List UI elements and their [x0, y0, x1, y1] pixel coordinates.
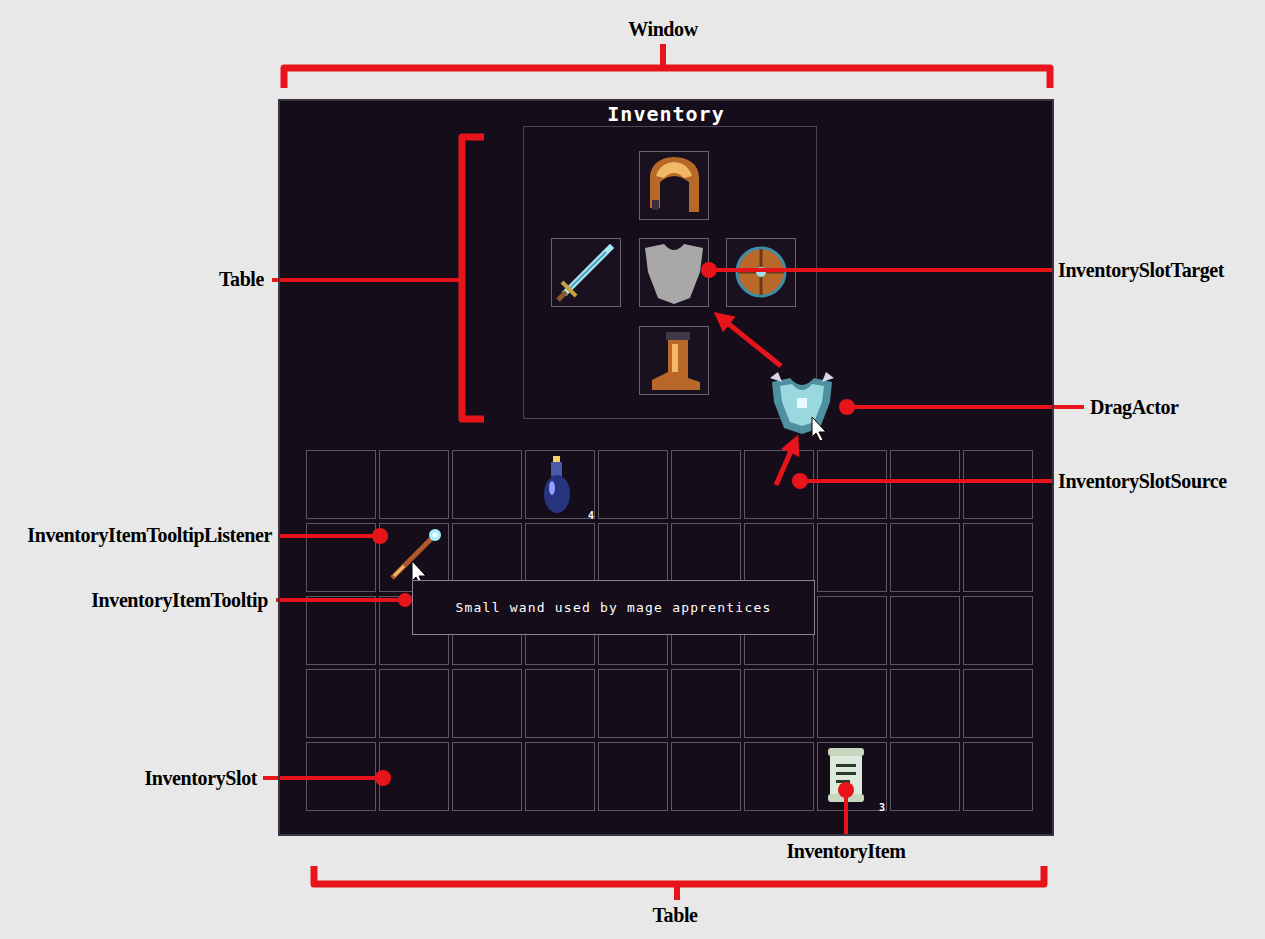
potion-icon-part [549, 481, 555, 495]
tooltip-text: Small wand used by mage apprentices [456, 600, 772, 615]
scroll-icon-part [836, 764, 856, 767]
potion-icon-part [544, 475, 570, 513]
callout-dot-part [701, 262, 717, 278]
dragged-armor-icon-part [797, 398, 807, 408]
boot-icon-part [666, 332, 690, 340]
callout-label: InventoryItemTooltip [91, 589, 268, 611]
callout-label: InventorySlotTarget [1058, 259, 1224, 281]
callout-dot-part [792, 473, 808, 489]
callout-leader-part [709, 268, 1052, 272]
scroll-icon [828, 748, 864, 802]
tooltip-box: Small wand used by mage apprentices [412, 580, 815, 635]
wand-icon-part [394, 566, 404, 576]
callout-label: Window [628, 18, 698, 40]
drag-arrow [720, 317, 795, 485]
helmet-icon-part [656, 162, 692, 178]
callout-dot [372, 262, 855, 798]
callout-dot-part [375, 770, 391, 786]
sword-icon-part [566, 248, 610, 292]
callout-bracket [284, 44, 1050, 900]
equipment-slot-part [552, 239, 621, 307]
scroll-icon-part [828, 748, 864, 756]
callout-dot-part [398, 593, 412, 607]
window-title: Inventory [280, 102, 1052, 126]
callout-label: Table [652, 904, 697, 926]
callout-leader-part [800, 479, 1052, 483]
wand-icon-part [433, 533, 438, 538]
item-count: 3 [879, 802, 885, 813]
callout-dot-part [839, 399, 855, 415]
mouse-cursor [412, 417, 826, 585]
helmet-icon [650, 157, 699, 212]
wand-icon-part [429, 529, 441, 541]
inventory-slot-grid [306, 450, 1036, 815]
equipment-slot [552, 152, 796, 395]
potion-icon-part [551, 462, 562, 476]
callout-bracket-part [314, 866, 1044, 884]
callout-label: InventorySlotSource [1058, 470, 1227, 492]
callout-dot-part [838, 782, 854, 798]
helmet-icon-part [652, 200, 659, 210]
sword-icon-part [570, 252, 606, 288]
callout-label: Table [219, 268, 264, 290]
dragged-armor-icon [770, 372, 834, 434]
equipment-slot-part [640, 327, 709, 395]
callout-label: InventorySlot [144, 767, 257, 789]
window-panel: InventorySmall wand used by mage apprent… [278, 99, 1054, 836]
window-panel-ground-part [278, 99, 1054, 836]
mouse-cursor-part [812, 417, 826, 441]
scroll-icon-part [836, 772, 856, 775]
sword-icon-part [558, 292, 566, 300]
callout-bracket-part [674, 884, 680, 900]
callout-label: InventoryItem [786, 840, 905, 862]
window-panel-ground [278, 99, 1054, 836]
callout-leader [263, 270, 1084, 836]
drag-arrow-part [776, 442, 795, 485]
boot-icon-part [652, 340, 700, 390]
callout-dot-part [372, 528, 388, 544]
helmet-icon-part [650, 157, 699, 212]
equipment-slot-part [640, 152, 709, 220]
drag-arrow-part [720, 317, 781, 366]
callout-leader-part [272, 278, 462, 282]
sword-icon [558, 248, 610, 300]
potion-icon-part [553, 456, 560, 462]
callout-leader-part [263, 776, 383, 780]
equipment-slot-part [640, 239, 709, 307]
boot-icon-part [672, 344, 678, 372]
boot-icon [652, 332, 700, 390]
callout-label: DragActor [1090, 396, 1179, 418]
equipment-frame-part [524, 127, 817, 419]
callout-bracket-part [284, 68, 1050, 88]
equipment-slot-part [727, 239, 796, 307]
equipment-frame [524, 127, 817, 419]
inventory-slot-grid-part [306, 450, 1036, 815]
armor-placeholder-icon-part [645, 244, 703, 304]
dragged-armor-icon-part [772, 378, 832, 434]
callout-leader-part [276, 598, 405, 602]
armor-placeholder-icon [645, 244, 703, 304]
callout-bracket-part [660, 44, 666, 68]
item-count: 4 [588, 510, 594, 521]
callout-leader-part [847, 405, 1084, 409]
dragged-armor-icon-part [770, 372, 834, 382]
potion-icon [544, 456, 570, 513]
callout-bracket-part [462, 137, 484, 419]
dragged-armor-icon-part [780, 384, 824, 426]
callout-leader-part [280, 534, 380, 538]
callout-label: InventoryItemTooltipListener [27, 524, 272, 546]
